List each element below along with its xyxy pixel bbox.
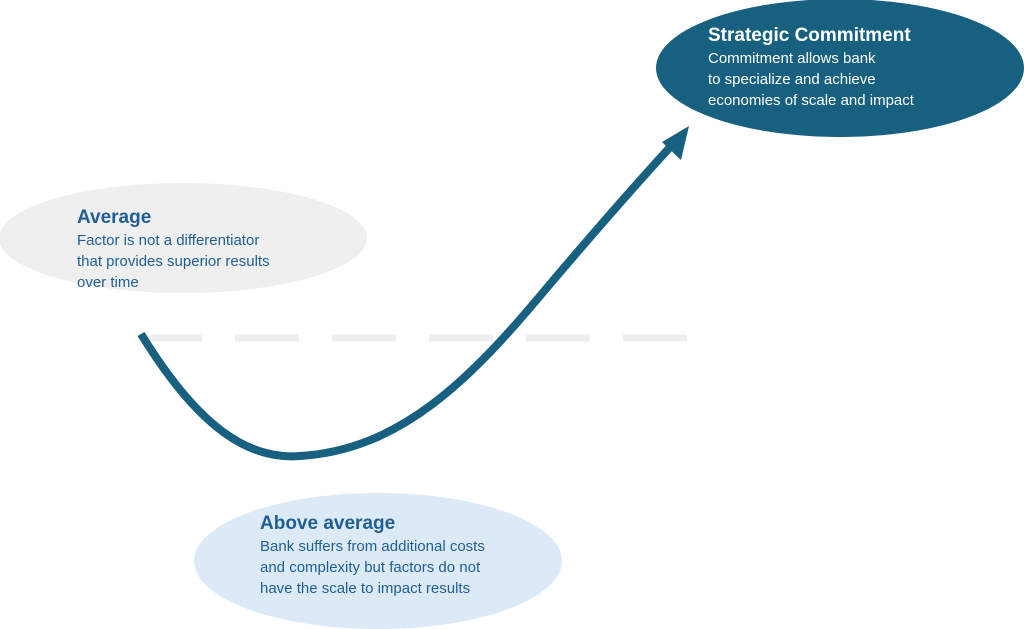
average-label: Average Factor is not a differentiator t… [77,206,270,293]
arrow-head-icon [662,126,689,160]
strategic-commitment-ellipse [656,0,1024,137]
strategic-commitment-line: to specialize and achieve [708,71,876,88]
above-average-label: Above average Bank suffers from addition… [260,512,485,599]
average-line: that provides superior results [77,253,270,270]
average-line: over time [77,274,139,291]
above-average-line: have the scale to impact results [260,580,471,597]
above-average-title: Above average [260,513,396,534]
strategic-commitment-title: Strategic Commitment [708,25,911,46]
strategic-commitment-line: Commitment allows bank [708,50,876,67]
strategic-commitment-line: economies of scale and impact [708,92,914,109]
j-curve-path [137,142,675,461]
average-line: Factor is not a differentiator [77,232,260,249]
average-ellipse [0,183,367,293]
above-average-ellipse [194,493,562,629]
above-average-line: Bank suffers from additional costs [260,538,485,555]
average-title: Average [77,207,152,228]
above-average-line: and complexity but factors do not [260,559,481,576]
strategic-commitment-label: Strategic Commitment Commitment allows b… [708,24,914,111]
